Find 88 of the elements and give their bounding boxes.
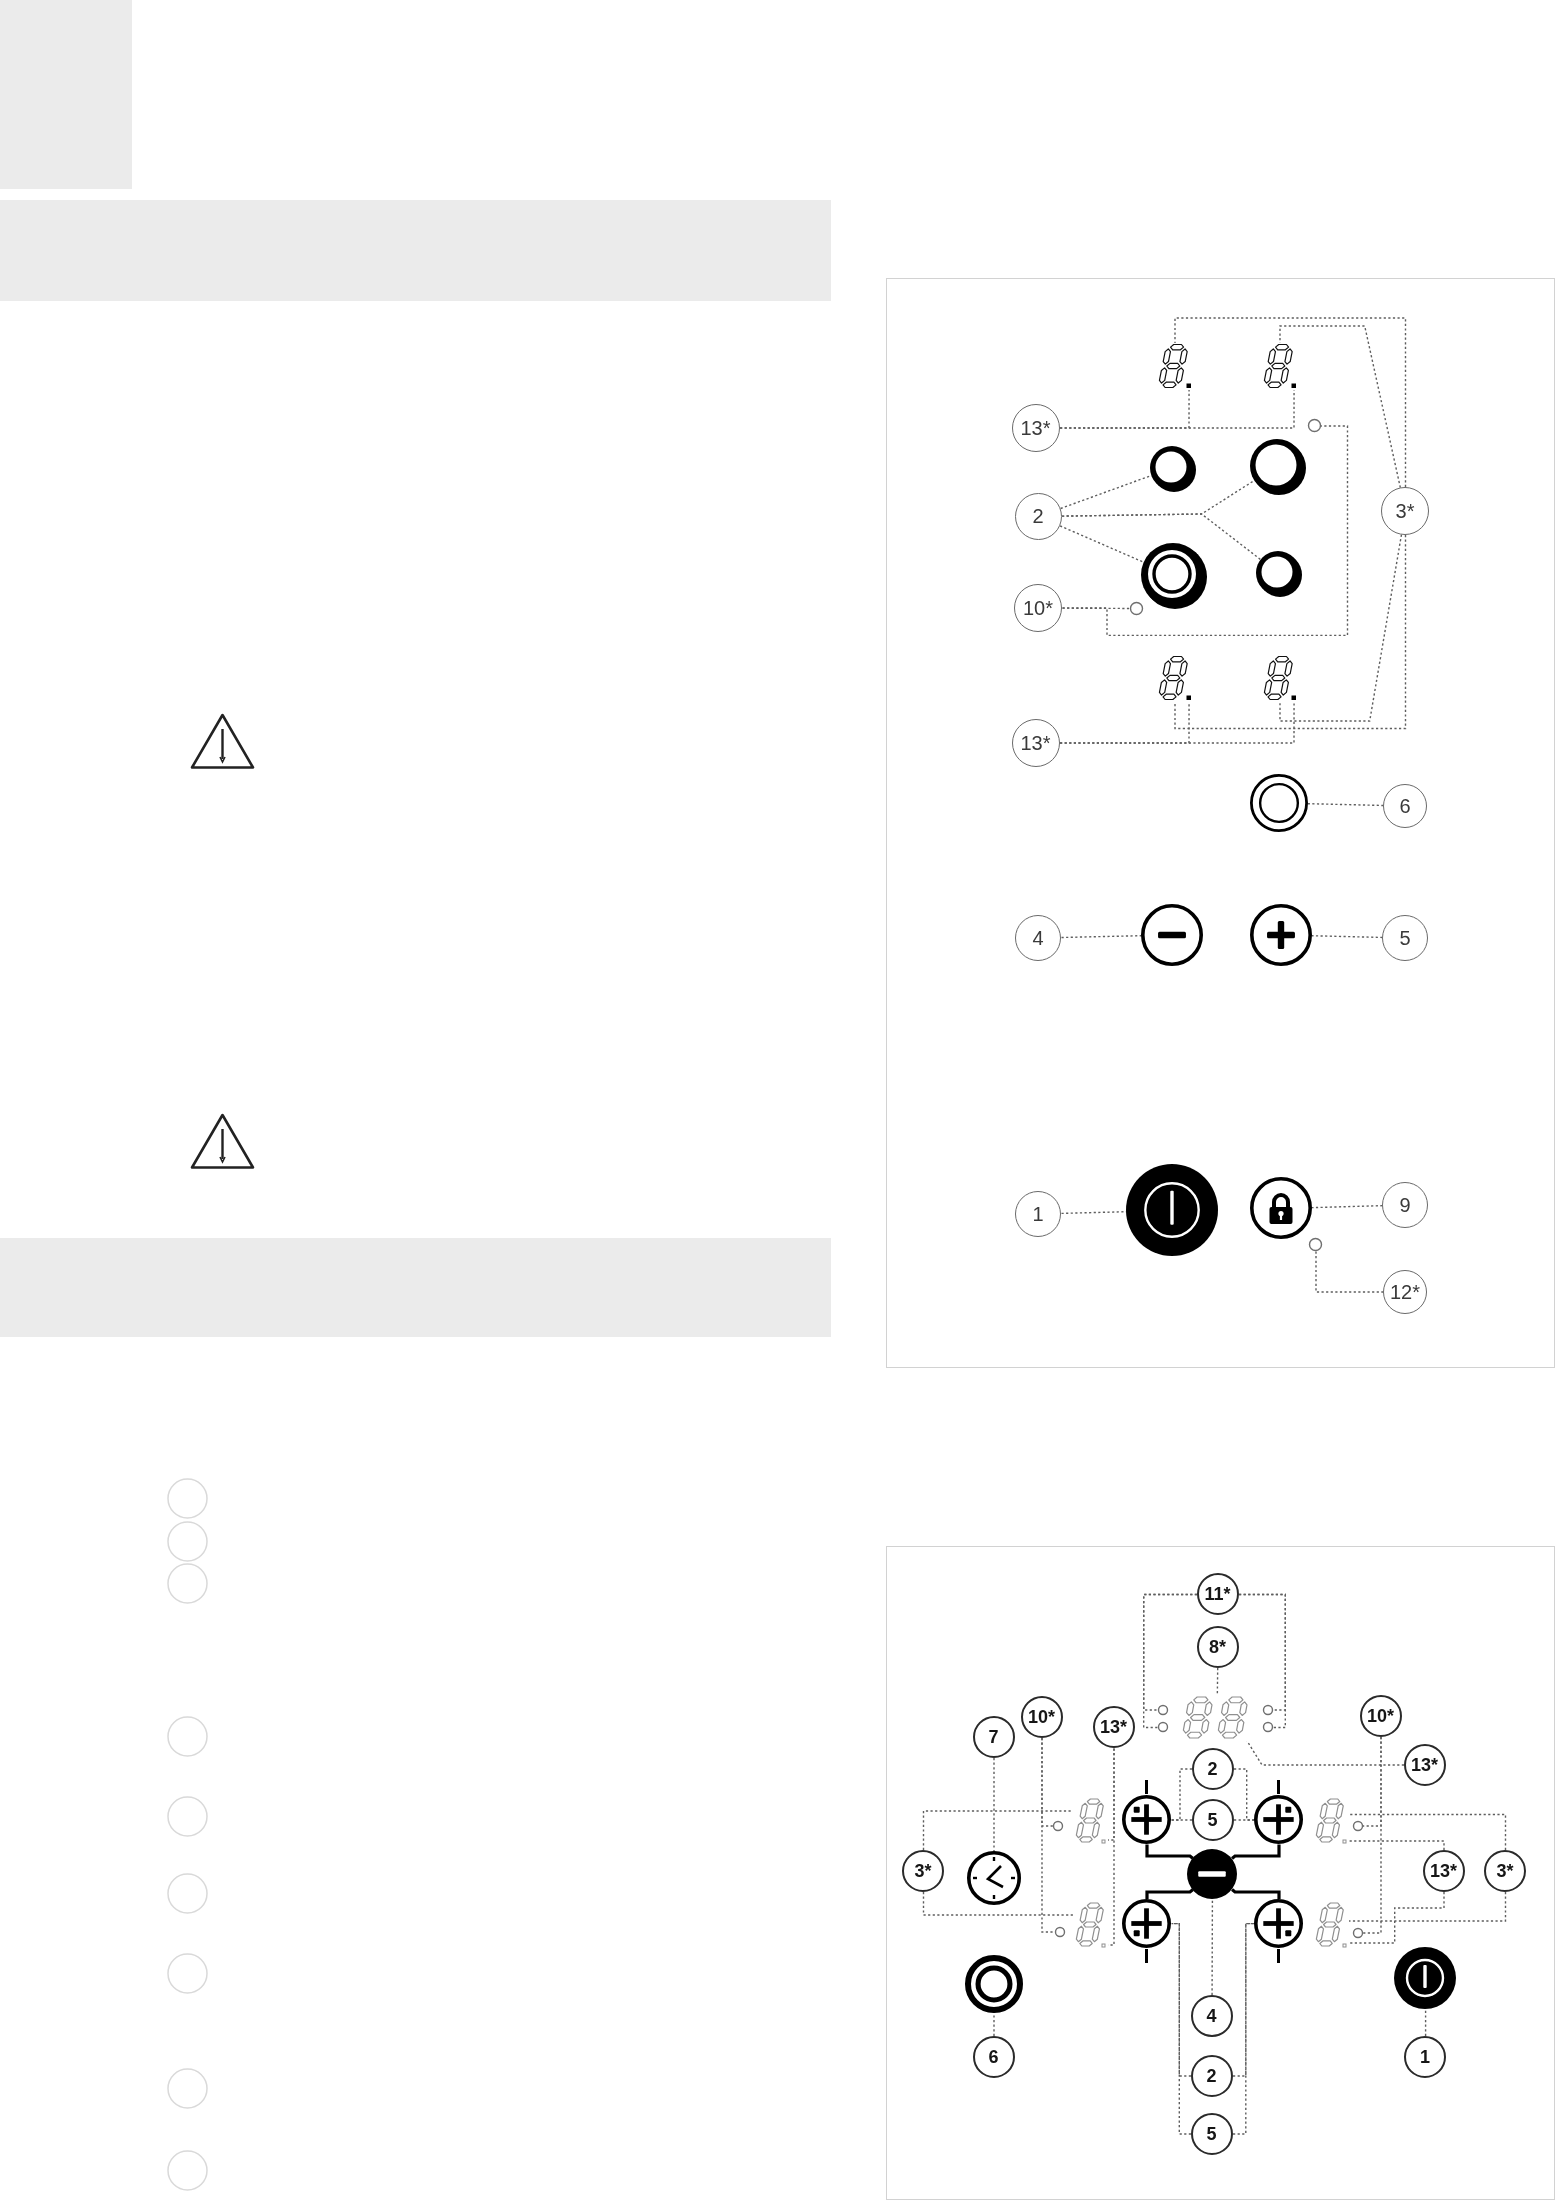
callout-number: 6: [1383, 783, 1427, 828]
leader-line: [1216, 1667, 1219, 1696]
leader-line: [1348, 1891, 1445, 1944]
callout-number: 4: [1190, 1994, 1233, 2037]
panel-frame: [886, 278, 1555, 1368]
leader-line: [1279, 325, 1402, 489]
indicator-light-icon: [1261, 1721, 1274, 1733]
leader-line: [1307, 803, 1385, 807]
indicator-light-icon: [1306, 418, 1322, 433]
double-ring-button-icon: [1248, 772, 1309, 833]
callout-number: 5: [1382, 914, 1428, 961]
leader-line: [1246, 1740, 1405, 1766]
leader-line: [993, 2012, 995, 2037]
bracket-line: [1145, 1888, 1194, 1900]
clock-button-icon: [965, 1850, 1022, 1906]
callout-number: 13*: [1011, 718, 1060, 767]
leader-line: [1107, 1747, 1115, 1946]
minus-button-icon: [1140, 902, 1204, 967]
callout-number: 9: [1382, 1181, 1428, 1228]
indicator-light-icon: [1308, 1237, 1323, 1252]
leader-line: [1211, 1898, 1214, 1996]
leader-line: [1311, 1204, 1384, 1209]
indicator-light-icon: [1129, 600, 1144, 616]
callout-number: 13*: [1011, 403, 1060, 452]
indicator-light-icon: [1261, 1703, 1274, 1716]
leader-line: [1059, 474, 1152, 510]
callout-number: 4: [1015, 914, 1061, 961]
leader-line: [1059, 525, 1145, 563]
double-ring-button-icon: [963, 1953, 1024, 2014]
indicator-light-icon: [1156, 1703, 1169, 1716]
plus-button-icon: [1252, 1778, 1305, 1846]
panel-frame: [886, 1546, 1555, 2200]
callout-number: 3*: [1484, 1849, 1526, 1892]
leader-line: [1059, 701, 1295, 744]
leader-line: [1315, 1250, 1385, 1293]
power-button-icon: [1393, 1945, 1458, 2010]
bracket-line: [1231, 1888, 1281, 1900]
callout-number: 1: [1015, 1190, 1061, 1237]
plus-button-icon: [1248, 902, 1313, 967]
callout-number: 2: [1191, 1747, 1234, 1790]
leader-line: [1170, 1922, 1192, 2077]
bracket-line: [1145, 1844, 1194, 1860]
callout-number: 11*: [1196, 1573, 1239, 1615]
indicator-light-icon: [1156, 1721, 1169, 1733]
power-button-icon: [1125, 1163, 1219, 1257]
callout-number: 12*: [1383, 1269, 1427, 1314]
leader-line: [1348, 1840, 1445, 1851]
callout-number: 10*: [1020, 1695, 1063, 1738]
plus-button-icon: [1120, 1778, 1173, 1846]
callout-number: 13*: [1422, 1849, 1465, 1892]
leader-line: [1174, 317, 1407, 488]
leader-line: [1059, 389, 1295, 429]
plus-button-icon: [1120, 1896, 1173, 1965]
callout-number: 8*: [1196, 1625, 1239, 1668]
callout-number: 5: [1190, 2112, 1233, 2155]
leader-line: [1424, 2008, 1427, 2037]
plus-button-icon: [1252, 1896, 1305, 1965]
padlock-button-icon: [1248, 1176, 1313, 1240]
leader-line: [1279, 533, 1403, 722]
minus-button-icon: [1186, 1847, 1238, 1900]
indicator-light-icon: [1051, 1819, 1064, 1832]
callout-number: 7: [972, 1715, 1015, 1758]
callout-number: 13*: [1403, 1743, 1446, 1786]
callout-number: 3*: [902, 1849, 944, 1892]
callout-number: 5: [1191, 1798, 1234, 1841]
leader-line: [1348, 1813, 1507, 1851]
leader-line: [1170, 1819, 1193, 1821]
leader-line: [1311, 935, 1384, 939]
indicator-light-icon: [1351, 1926, 1364, 1939]
indicator-light-icon: [1351, 1819, 1364, 1832]
leader-line: [1361, 1736, 1382, 1934]
leader-line: [1174, 534, 1407, 730]
callout-number: 3*: [1381, 486, 1429, 535]
callout-number: 1: [1404, 2035, 1447, 2078]
leader-line: [1348, 1891, 1507, 1922]
callout-number: 13*: [1092, 1706, 1135, 1748]
leader-line: [1061, 607, 1132, 610]
callout-number: 10*: [1359, 1694, 1402, 1737]
callout-number: 2: [1014, 492, 1062, 540]
leader-line: [922, 1810, 1074, 1851]
bracket-line: [1231, 1844, 1281, 1860]
leader-line: [1061, 513, 1262, 561]
indicator-light-icon: [1053, 1925, 1066, 1938]
leader-line: [922, 1891, 1074, 1916]
leader-line: [1061, 425, 1349, 637]
callout-number: 2: [1190, 2054, 1233, 2097]
callout-number: 10*: [1014, 583, 1062, 632]
callout-number: 6: [972, 2035, 1015, 2078]
